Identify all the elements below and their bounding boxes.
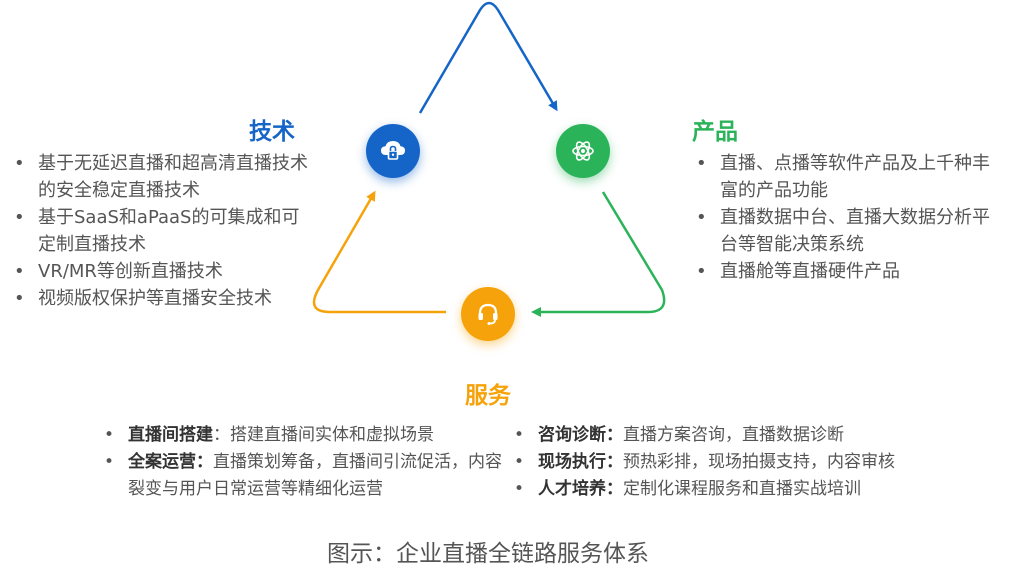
item-text: 定制化课程服务和直播实战培训 — [623, 479, 861, 499]
arrow-product-to-service — [531, 191, 666, 317]
item-label: 人才培养： — [538, 479, 623, 499]
product-title: 产品 — [692, 119, 738, 145]
item-label: 全案运营： — [128, 452, 213, 472]
product-list: 直播、点播等软件产品及上千种丰富的产品功能 直播数据中台、直播大数据分析平台等智… — [692, 150, 992, 285]
service-list-left: 直播间搭建：搭建直播间实体和虚拟场景 全案运营：直播策划筹备，直播间引流促活，内… — [100, 422, 510, 503]
item-label: 直播间搭建 — [128, 425, 213, 445]
list-item: 直播数据中台、直播大数据分析平台等智能决策系统 — [692, 204, 992, 258]
list-item: 人才培养：定制化课程服务和直播实战培训 — [510, 476, 970, 503]
atom-icon — [572, 141, 594, 161]
item-separator: ： — [213, 425, 230, 445]
item-text: 搭建直播间实体和虚拟场景 — [230, 425, 434, 445]
figure-caption: 图示：企业直播全链路服务体系 — [327, 541, 649, 567]
list-item: VR/MR等创新直播技术 — [10, 258, 310, 285]
item-text: 直播方案咨询，直播数据诊断 — [623, 425, 844, 445]
service-title: 服务 — [465, 383, 511, 409]
arrow-tech-to-product — [418, 1, 558, 114]
item-text: 预热彩排，现场拍摄支持，内容审核 — [623, 452, 895, 472]
list-item: 咨询诊断：直播方案咨询，直播数据诊断 — [510, 422, 970, 449]
product-node — [556, 124, 610, 178]
item-label: 咨询诊断： — [538, 425, 623, 445]
tech-node — [366, 124, 420, 178]
list-item: 基于SaaS和aPaaS的可集成和可定制直播技术 — [10, 204, 310, 258]
list-item: 现场执行：预热彩排，现场拍摄支持，内容审核 — [510, 449, 970, 476]
service-list-right: 咨询诊断：直播方案咨询，直播数据诊断 现场执行：预热彩排，现场拍摄支持，内容审核… — [510, 422, 970, 503]
list-item: 直播间搭建：搭建直播间实体和虚拟场景 — [100, 422, 510, 449]
arrow-service-to-tech — [312, 190, 446, 314]
tech-title: 技术 — [249, 119, 295, 145]
item-text: 直播策划筹备，直播间引流促活，内容裂变与用户日常运营等精细化运营 — [128, 452, 502, 499]
headset-icon — [478, 303, 498, 325]
list-item: 直播舱等直播硬件产品 — [692, 258, 992, 285]
list-item: 视频版权保护等直播安全技术 — [10, 285, 310, 312]
item-label: 现场执行： — [538, 452, 623, 472]
list-item: 直播、点播等软件产品及上千种丰富的产品功能 — [692, 150, 992, 204]
tech-list: 基于无延迟直播和超高清直播技术的安全稳定直播技术 基于SaaS和aPaaS的可集… — [10, 150, 310, 312]
service-node — [461, 287, 515, 341]
list-item: 全案运营：直播策划筹备，直播间引流促活，内容裂变与用户日常运营等精细化运营 — [100, 449, 510, 503]
cloud-lock-icon — [381, 141, 405, 160]
list-item: 基于无延迟直播和超高清直播技术的安全稳定直播技术 — [10, 150, 310, 204]
